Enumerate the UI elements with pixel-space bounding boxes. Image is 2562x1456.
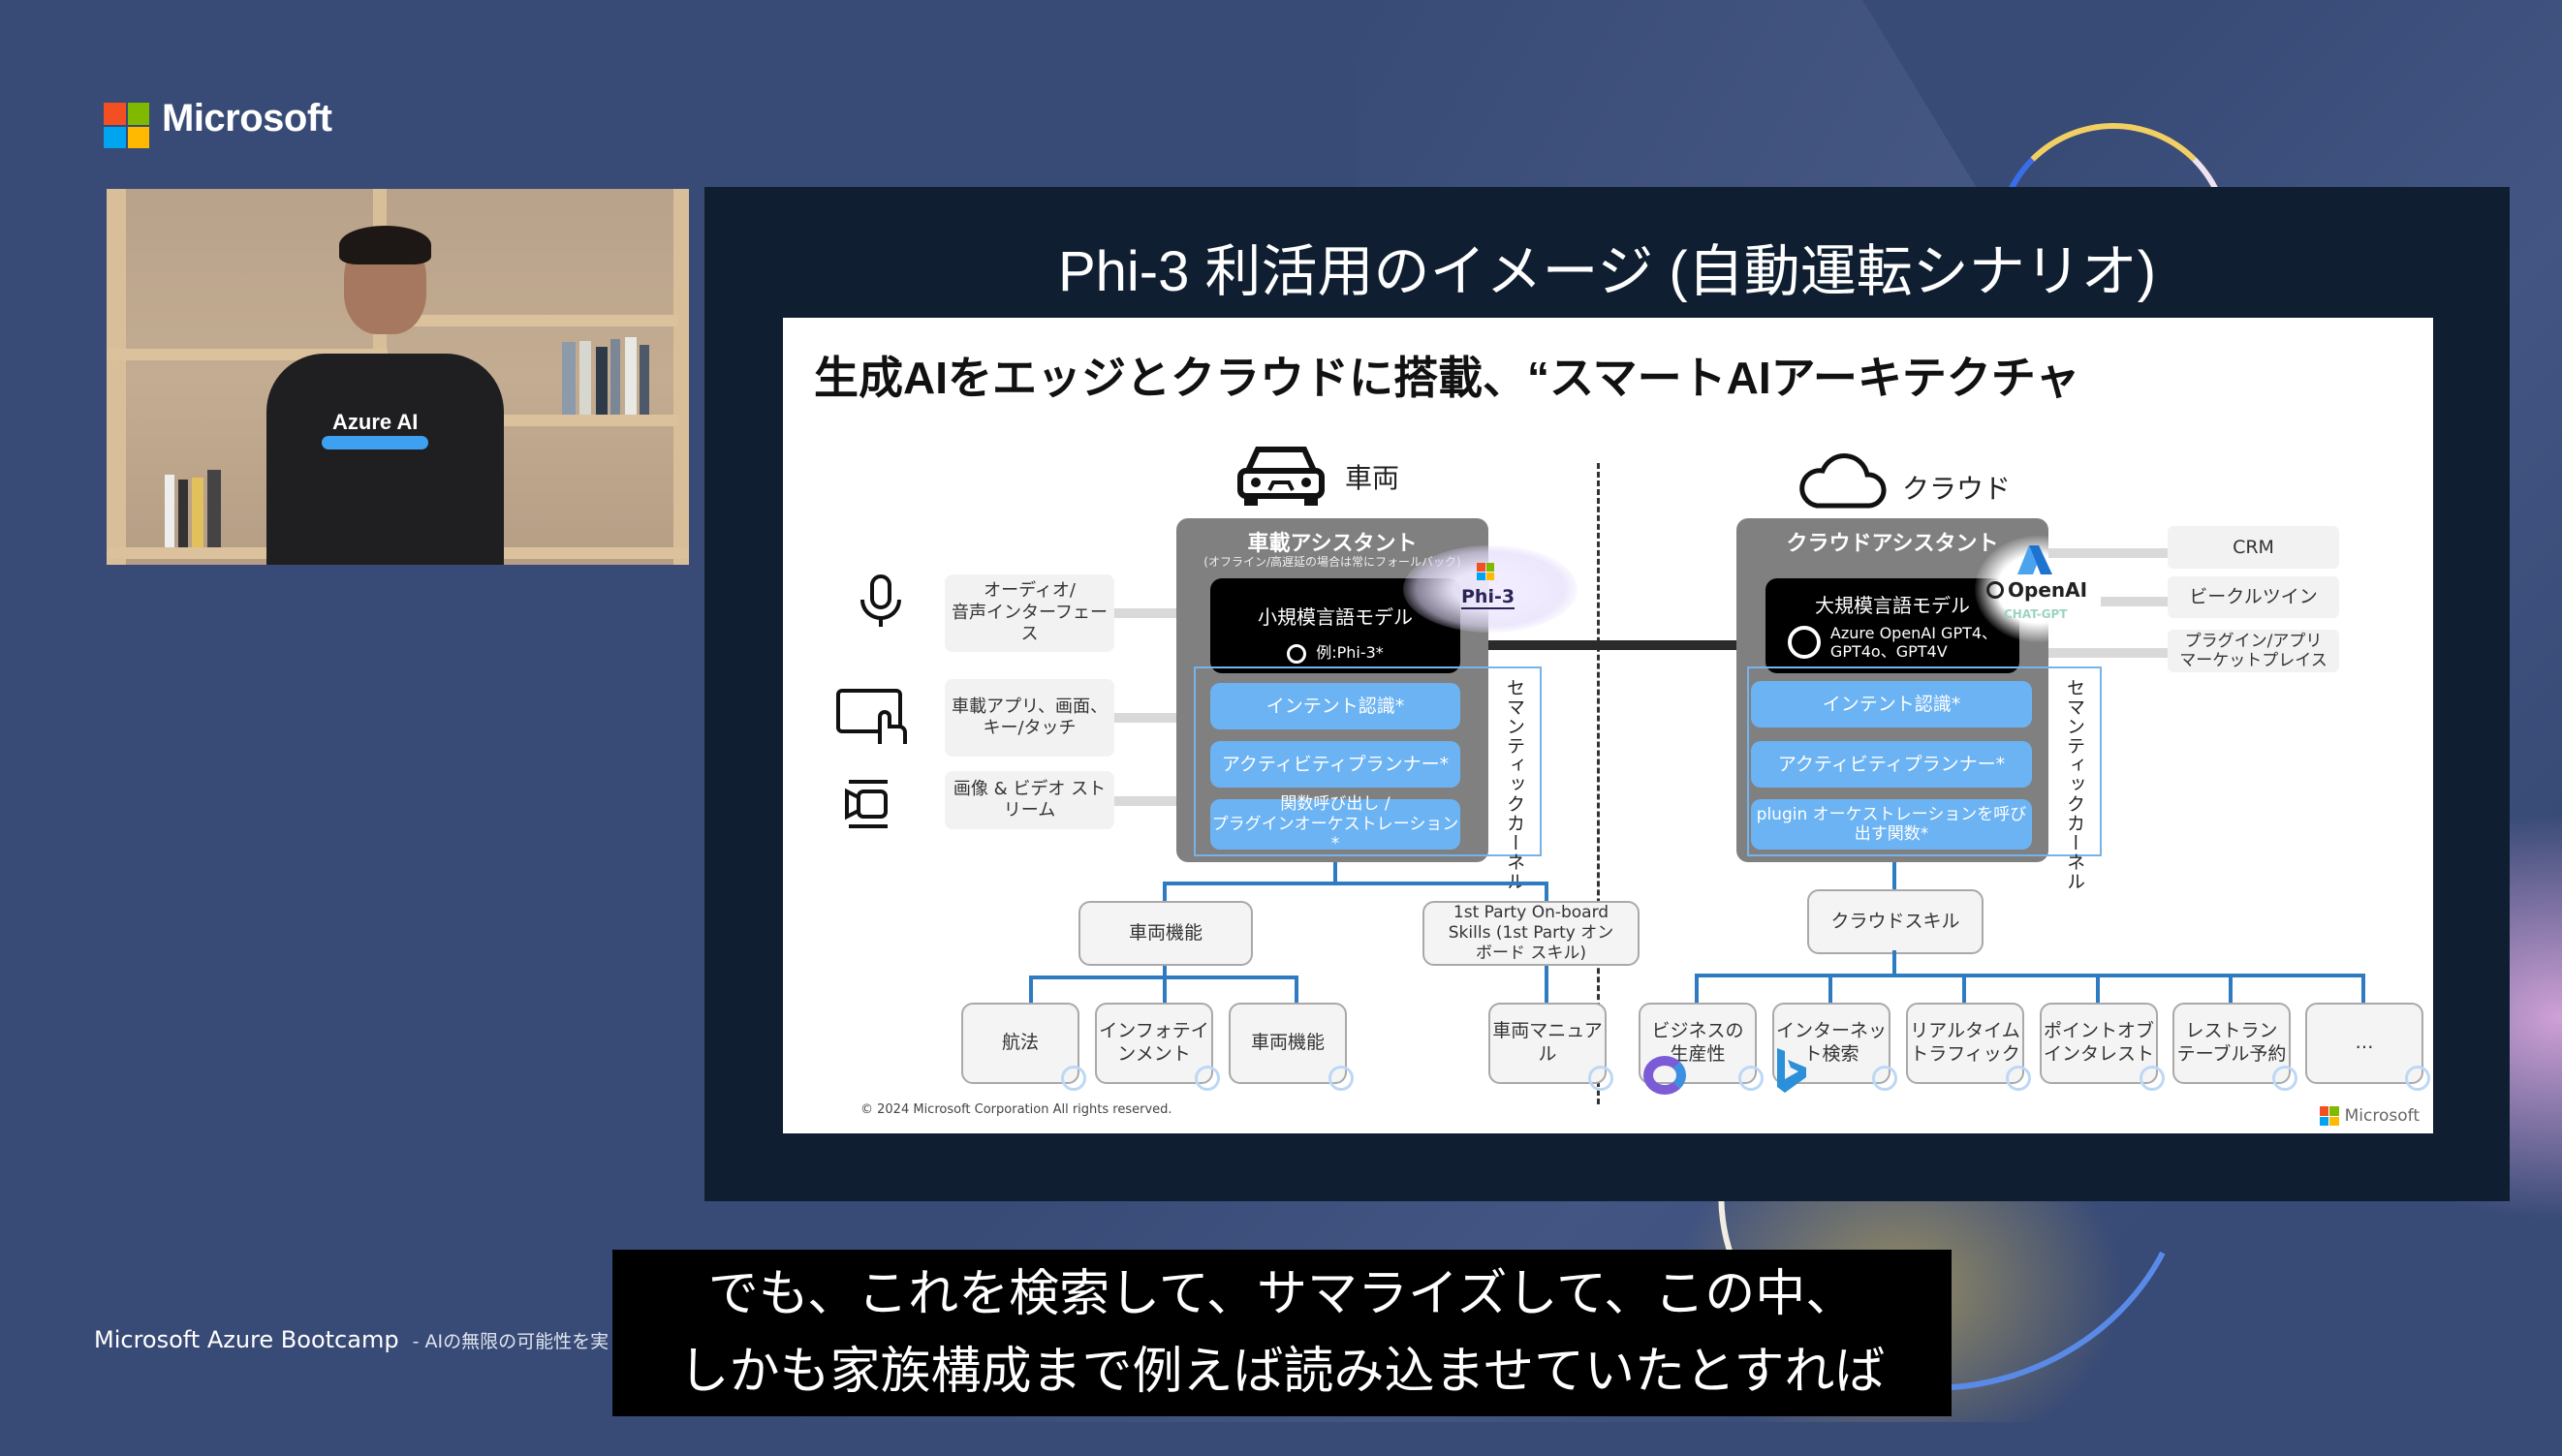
sk-plugin-orchestration: plugin オーケストレーションを呼び 出す関数* (1751, 799, 2032, 850)
diagram-heading: 生成AIをエッジとクラウドに搭載、“スマートAIアーキテクチャ (814, 353, 2080, 403)
event-name: Microsoft Azure Bootcamp (94, 1326, 399, 1353)
openai-icon (2405, 1066, 2430, 1091)
openai-icon (1328, 1066, 1354, 1091)
vehicle-label: 車両 (1345, 462, 1400, 494)
openai-icon (1787, 626, 1821, 660)
semantic-kernel-frame (1747, 666, 2102, 856)
divider (1597, 463, 1600, 1104)
microsoft-logo-icon (1477, 563, 1494, 580)
copyright-notice: © 2024 Microsoft Corporation All rights … (860, 1102, 1172, 1117)
speaker-video: Azure AI (107, 189, 689, 565)
openai-icon (1287, 643, 1307, 664)
speaker (266, 354, 504, 565)
video-camera-icon (845, 780, 888, 828)
semantic-kernel-label: セマンティックカーネル (2064, 678, 2085, 891)
external-vehicle-twin: ビークルツイン (2168, 576, 2339, 618)
diagram-microsoft-logo: Microsoft (2319, 1106, 2420, 1126)
tree-node-vehicle-functions: 車両機能 (1078, 901, 1253, 966)
openai-icon (1588, 1066, 1613, 1091)
event-tagline: - AIの無限の可能性を実 (412, 1331, 609, 1352)
tree-leaf: インフォテイ ンメント (1095, 1003, 1213, 1084)
tree-leaf: … (2305, 1003, 2423, 1084)
openai-icon (1986, 581, 2004, 599)
slide-title: Phi-3 利活用のイメージ (自動運転シナリオ) (1057, 240, 2157, 303)
shirt-text: Azure AI (332, 410, 419, 434)
openai-icon (1738, 1066, 1764, 1091)
tree-leaf: リアルタイム トラフィック (1906, 1003, 2024, 1084)
external-crm: CRM (2168, 526, 2339, 569)
caption-subtitle: でも、これを検索して、サマライズして、この中、 しかも家族構成まで例えば読み込ま… (612, 1250, 1952, 1416)
tree-leaf: ビジネスの 生産性 (1639, 1003, 1757, 1084)
external-plugin-marketplace: プラグイン/アプリ マーケットプレイス (2168, 630, 2339, 672)
openai-icon (2006, 1066, 2031, 1091)
openai-icon (2140, 1066, 2165, 1091)
architecture-diagram: 生成AIをエッジとクラウドに搭載、“スマートAIアーキテクチャ 車両 クラウド … (783, 318, 2433, 1133)
phi3-badge: Phi-3 (1403, 545, 1578, 633)
tree-leaf: ポイントオブ インタレスト (2040, 1003, 2158, 1084)
microsoft-logo-icon (2319, 1106, 2339, 1126)
semantic-kernel-frame (1194, 666, 1542, 856)
cloud-icon (1799, 453, 1887, 509)
openai-icon (1195, 1066, 1220, 1091)
sk-intent-recognition: インテント認識* (1210, 683, 1460, 729)
caption-line-2: しかも家族構成まで例えば読み込ませていたとすれば (678, 1343, 1886, 1401)
openai-icon (2272, 1066, 2297, 1091)
brand-name: Microsoft (162, 97, 332, 139)
tree-leaf: 航法 (961, 1003, 1079, 1084)
tree-node-first-party-skills: 1st Party On-board Skills (1st Party オン … (1422, 901, 1640, 966)
sk-activity-planner: アクティビティプランナー* (1210, 741, 1460, 788)
touch-screen-icon (836, 689, 907, 744)
microsoft-logo-icon (104, 103, 149, 148)
sk-intent-recognition: インテント認識* (1751, 681, 2032, 728)
input-apps-screen-touch: 車載アプリ、画面、 キー/タッチ (945, 679, 1114, 757)
car-icon (1237, 447, 1325, 506)
sk-activity-planner: アクティビティプランナー* (1751, 741, 2032, 788)
edge-cloud-connector (1488, 640, 1740, 650)
sk-function-calling: 関数呼び出し / プラグインオーケストレーション* (1210, 794, 1460, 854)
event-banner: Microsoft Azure Bootcamp - AIの無限の可能性を実 (94, 1326, 609, 1353)
input-audio-interface: オーディオ/ 音声インターフェース (945, 574, 1114, 652)
presentation-slide: Phi-3 利活用のイメージ (自動運転シナリオ) 生成AIをエッジとクラウドに… (704, 187, 2510, 1201)
semantic-kernel-label: セマンティックカーネル (1504, 678, 1525, 891)
caption-line-1: でも、これを検索して、サマライズして、この中、 (707, 1265, 1857, 1323)
bing-icon (1777, 1048, 1806, 1093)
tree-leaf: レストラン テーブル予約 (2172, 1003, 2291, 1084)
microsoft-365-icon (1643, 1056, 1686, 1095)
cloud-assistant: クラウドアシスタント 大規模言語モデル Azure OpenAI GPT4、 G… (1736, 518, 2048, 862)
openai-icon (1872, 1066, 1897, 1091)
small-language-model: 小規模言語モデル 例:Phi-3* (1210, 578, 1460, 673)
tree-leaf: 車両マニュア ル (1488, 1003, 1607, 1084)
microphone-icon (860, 574, 901, 627)
azure-icon (2017, 545, 2052, 574)
cloud-label: クラウド (1902, 473, 2012, 505)
tree-node-cloud-skills: クラウドスキル (1807, 889, 1984, 954)
openai-icon (1061, 1066, 1086, 1091)
tree-leaf: 車両機能 (1229, 1003, 1347, 1084)
input-image-video-stream: 画像 & ビデオ スト リーム (945, 771, 1114, 829)
tree-leaf: インターネッ ト検索 (1772, 1003, 1890, 1084)
